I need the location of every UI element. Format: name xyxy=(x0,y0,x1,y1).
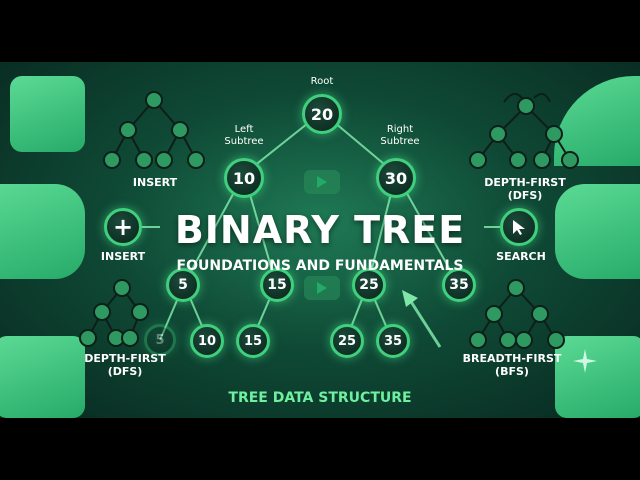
node-root: 20 xyxy=(302,94,342,134)
node-15: 15 xyxy=(260,268,294,302)
search-action xyxy=(500,208,538,246)
insert-top-label: INSERT xyxy=(132,176,178,189)
deco-tile-bottom-left xyxy=(0,336,85,418)
node-35-bottom: 35 xyxy=(376,324,410,358)
footer-text: TREE DATA STRUCTURE xyxy=(228,390,412,406)
insert-action: + xyxy=(104,208,142,246)
node-5: 5 xyxy=(166,268,200,302)
dfs-top-label: DEPTH-FIRST (DFS) xyxy=(484,176,566,202)
subtitle: FOUNDATIONS AND FUNDAMENTALS xyxy=(176,258,464,274)
node-left-subtree: 10 xyxy=(224,158,264,198)
node-right-subtree: 30 xyxy=(376,158,416,198)
node-10-bottom: 10 xyxy=(190,324,224,358)
main-title: BINARY TREE xyxy=(174,208,466,252)
search-label: SEARCH xyxy=(496,250,546,263)
bfs-label: BREADTH-FIRST (BFS) xyxy=(462,352,562,378)
node-15-bottom: 15 xyxy=(236,324,270,358)
cursor-icon xyxy=(513,220,525,235)
play-icon xyxy=(304,276,340,300)
deco-tile-mid-left xyxy=(0,184,85,279)
node-25-bottom: 25 xyxy=(330,324,364,358)
root-label: Root xyxy=(310,76,334,87)
dfs-bottom-label: DEPTH-FIRST (DFS) xyxy=(84,352,166,378)
play-icon xyxy=(304,170,340,194)
left-subtree-label: Left Subtree xyxy=(224,124,264,147)
right-subtree-label: Right Subtree xyxy=(380,124,420,147)
sparkle-icon xyxy=(573,349,597,373)
deco-tile-bottom-right xyxy=(555,336,640,418)
plus-icon: + xyxy=(112,213,134,241)
node-25: 25 xyxy=(352,268,386,302)
deco-tile-top-left xyxy=(10,76,85,152)
node-5-faded: 5 xyxy=(144,324,176,356)
banner: 20 10 30 5 15 25 35 5 10 15 25 35 + Root… xyxy=(0,62,640,418)
insert-label: INSERT xyxy=(100,250,146,263)
node-35: 35 xyxy=(442,268,476,302)
deco-tile-mid-right xyxy=(555,184,640,279)
mini-tree-insert xyxy=(79,91,579,349)
